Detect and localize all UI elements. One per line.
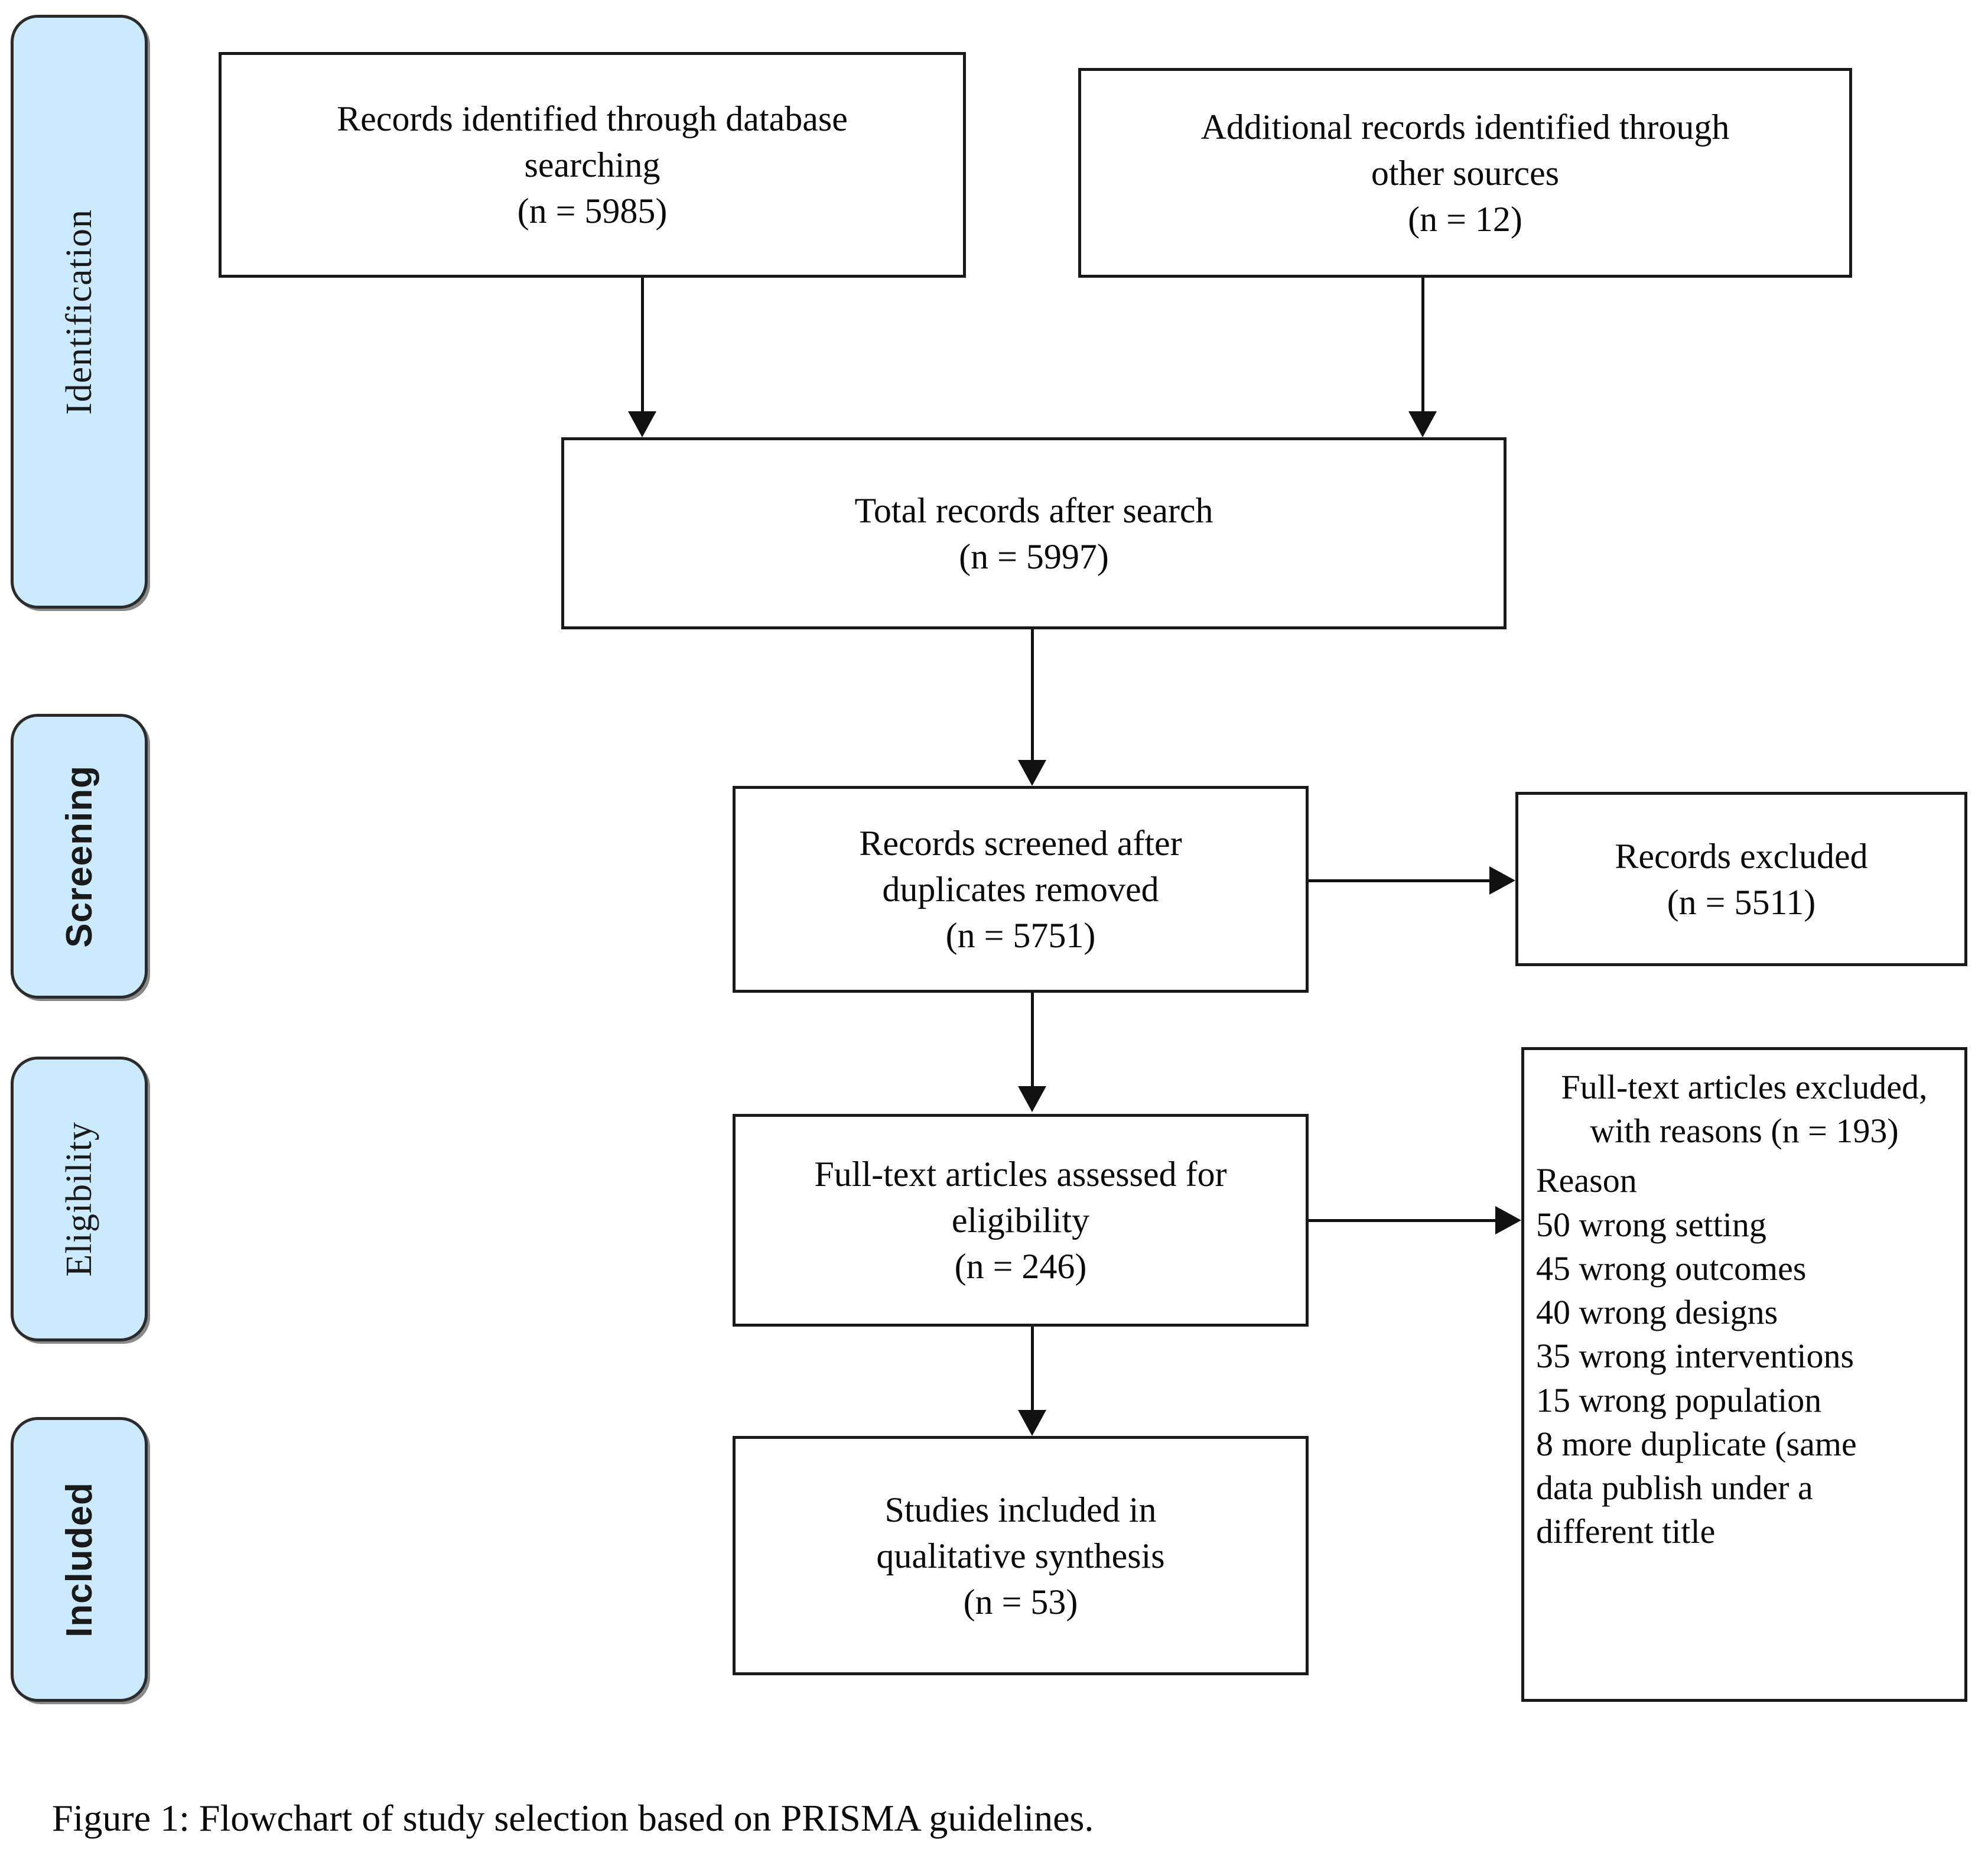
box-other-sources-line1: Additional records identified through [1200,107,1730,147]
exclusion-reasons-list: Reason 50 wrong setting 45 wrong outcome… [1536,1159,1953,1554]
box-studies-included-line2: qualitative synthesis [876,1536,1165,1575]
arrowhead-database-to-total [628,411,656,437]
box-database-searching: Records identified through database sear… [219,52,966,278]
connector-fulltext-to-excluded [1309,1219,1498,1222]
exclusion-reason-item: 15 wrong population [1536,1380,1822,1419]
arrowhead-screened-to-fulltext [1018,1086,1046,1112]
box-total-records: Total records after search (n = 5997) [561,437,1507,629]
box-studies-included-count: (n = 53) [963,1582,1078,1621]
box-other-sources-count: (n = 12) [1408,199,1522,239]
box-total-records-line1: Total records after search [854,490,1213,530]
box-records-excluded: Records excluded (n = 5511) [1515,792,1967,966]
exclusion-reason-item: 45 wrong outcomes [1536,1249,1807,1288]
exclusion-reason-item: different title [1536,1512,1716,1551]
box-fulltext-assessed-line1: Full-text articles assessed for [814,1155,1227,1194]
box-records-screened-line1: Records screened after [859,824,1182,863]
box-fulltext-excluded-line2: excluded, with [1590,1068,1928,1151]
box-fulltext-excluded-line1: Full-text articles [1561,1068,1787,1106]
box-studies-included: Studies included in qualitative synthesi… [733,1436,1309,1675]
box-database-searching-line2: searching [524,145,661,184]
box-total-records-count: (n = 5997) [959,537,1109,576]
arrowhead-other-to-total [1408,411,1437,437]
box-fulltext-assessed-count: (n = 246) [954,1247,1087,1286]
box-database-searching-line1: Records identified through database [337,99,848,138]
box-fulltext-excluded-heading: Full-text articles excluded, with reason… [1536,1065,1953,1153]
arrowhead-total-to-screened [1018,760,1046,786]
box-fulltext-assessed-line2: eligibility [951,1201,1090,1240]
arrowhead-fulltext-to-included [1018,1410,1046,1436]
box-records-screened-line2: duplicates removed [882,870,1159,909]
box-fulltext-excluded-count: (n = 193) [1771,1112,1899,1151]
phase-label-included: Included [58,1481,100,1637]
exclusion-reason-item: 8 more duplicate (same [1536,1424,1857,1463]
exclusion-reasons-header: Reason [1536,1161,1637,1200]
phase-tab-identification: Identification [11,15,148,609]
arrowhead-screened-to-excluded [1489,866,1515,895]
connector-database-to-total [641,278,644,414]
phase-label-eligibility: Eligibility [58,1121,99,1277]
box-records-excluded-count: (n = 5511) [1667,882,1816,922]
box-fulltext-excluded-line3: reasons [1659,1112,1762,1151]
exclusion-reason-item: 40 wrong designs [1536,1293,1778,1332]
exclusion-reason-item: 50 wrong setting [1536,1205,1766,1244]
box-records-screened: Records screened after duplicates remove… [733,786,1309,993]
connector-total-to-screened [1031,629,1034,762]
box-other-sources: Additional records identified through ot… [1078,68,1852,278]
exclusion-reason-item: 35 wrong interventions [1536,1337,1854,1376]
connector-screened-to-fulltext [1031,993,1034,1087]
phase-tab-included: Included [11,1417,148,1702]
phase-tab-eligibility: Eligibility [11,1057,148,1341]
box-studies-included-line1: Studies included in [884,1490,1157,1529]
phase-label-screening: Screening [58,765,100,948]
arrowhead-fulltext-to-excluded [1495,1206,1521,1234]
box-fulltext-excluded: Full-text articles excluded, with reason… [1521,1047,1967,1702]
connector-other-to-total [1421,278,1424,414]
box-other-sources-line2: other sources [1371,153,1560,193]
figure-caption: Figure 1: Flowchart of study selection b… [52,1797,1094,1839]
phase-tab-screening: Screening [11,714,148,999]
box-records-screened-count: (n = 5751) [945,916,1096,955]
box-fulltext-assessed: Full-text articles assessed for eligibil… [733,1114,1309,1327]
exclusion-reason-item: data publish under a [1536,1468,1813,1507]
connector-screened-to-excluded [1309,879,1492,882]
box-records-excluded-line1: Records excluded [1615,836,1868,876]
box-database-searching-count: (n = 5985) [517,191,668,230]
phase-label-identification: Identification [58,209,99,415]
connector-fulltext-to-included [1031,1327,1034,1412]
